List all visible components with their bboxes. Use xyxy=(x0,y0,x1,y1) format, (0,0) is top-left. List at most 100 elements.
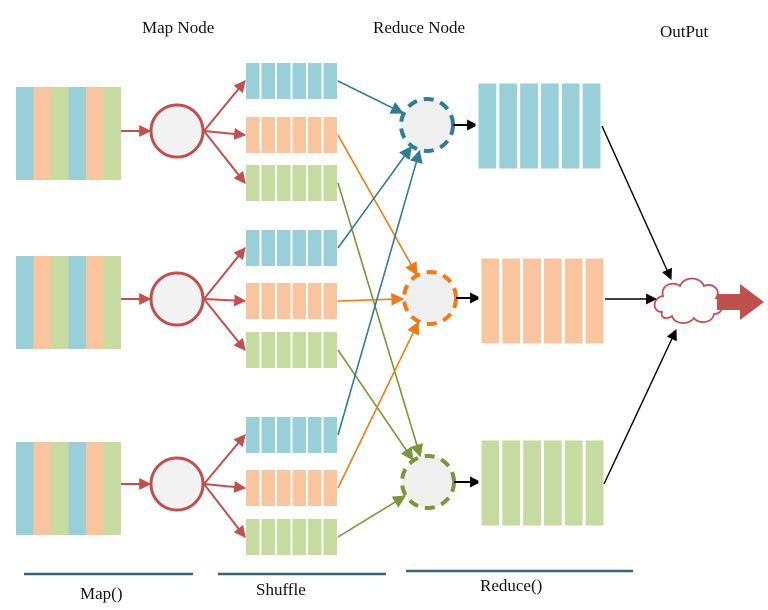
output-cell xyxy=(541,437,565,529)
input-stripe xyxy=(33,442,51,535)
map-to-partition-arrow xyxy=(203,483,246,538)
partition-cell xyxy=(290,330,308,370)
partition-cell xyxy=(259,61,277,101)
partition-green-map2 xyxy=(244,330,339,370)
partition-cell xyxy=(306,115,324,155)
input-stripe xyxy=(16,87,34,180)
output-cell xyxy=(582,437,607,529)
reduce-node-header: Reduce Node xyxy=(373,18,466,37)
shuffle-arrow-green xyxy=(337,495,407,538)
input-stripe xyxy=(33,256,51,349)
partition-cell xyxy=(321,163,339,203)
partition-orange-map1 xyxy=(244,115,339,155)
partition-cell xyxy=(275,468,293,508)
output-cell xyxy=(561,437,586,529)
map-node-header: Map Node xyxy=(142,18,215,37)
map-to-partition-arrow xyxy=(203,127,247,140)
partition-cell xyxy=(275,228,293,268)
shuffle-arrow-orange xyxy=(337,321,419,489)
partition-cell xyxy=(321,517,339,557)
partition-cell xyxy=(290,415,308,455)
reduce-node-circle-orange xyxy=(402,270,458,326)
reduce-footer-label: Reduce() xyxy=(480,576,543,595)
partition-cell xyxy=(259,415,277,455)
input-stripe xyxy=(68,87,86,180)
partition-cell xyxy=(275,163,293,203)
partition-cell xyxy=(306,281,324,321)
output-cell xyxy=(582,255,607,347)
partition-orange-map2 xyxy=(244,281,339,321)
partition-cell xyxy=(321,415,339,455)
map-to-partition-arrow xyxy=(203,298,246,351)
partition-cell xyxy=(306,415,324,455)
input-split-3 xyxy=(16,442,121,535)
input-stripe xyxy=(51,87,69,180)
shuffle-arrow-blue xyxy=(337,145,412,249)
partition-cell xyxy=(244,228,262,268)
reduce-node-circle-blue xyxy=(399,97,455,153)
input-stripe xyxy=(16,256,34,349)
reduce-output-orange xyxy=(478,255,607,347)
partition-cell xyxy=(290,468,308,508)
partition-cell xyxy=(306,517,324,557)
partition-cell xyxy=(306,163,324,203)
map-node-circle xyxy=(149,456,205,512)
output-arrow-icon xyxy=(717,284,764,320)
partition-cell xyxy=(306,468,324,508)
output-cell xyxy=(478,437,503,529)
input-stripe xyxy=(68,256,86,349)
output-cell xyxy=(541,255,565,347)
input-split-2 xyxy=(16,256,121,349)
partition-green-map3 xyxy=(244,517,339,557)
partition-cell xyxy=(275,330,293,370)
partition-blue-map3 xyxy=(244,415,339,455)
partition-cell xyxy=(259,281,277,321)
output-cell xyxy=(499,437,524,529)
output-cell xyxy=(561,255,586,347)
partition-cell xyxy=(321,330,339,370)
partition-orange-map3 xyxy=(244,468,339,508)
partition-cell xyxy=(306,228,324,268)
reduce-output-green xyxy=(478,437,607,529)
output-cell xyxy=(517,80,542,172)
partition-cell xyxy=(290,115,308,155)
shuffle-arrow-green xyxy=(337,349,414,461)
partition-cell xyxy=(244,517,262,557)
partition-green-map1 xyxy=(244,163,339,203)
partition-cell xyxy=(290,228,308,268)
partition-cell xyxy=(321,281,339,321)
shuffle-arrow-orange xyxy=(337,134,418,276)
partition-cell xyxy=(244,61,262,101)
partition-cell xyxy=(275,61,293,101)
partition-cell xyxy=(306,330,324,370)
output-cell xyxy=(558,80,583,172)
partition-cell xyxy=(275,281,293,321)
partition-cell xyxy=(244,330,262,370)
output-cell xyxy=(475,80,500,172)
map-node-circle xyxy=(149,271,205,327)
partition-cell xyxy=(275,115,293,155)
input-stripe xyxy=(68,442,86,535)
shuffle-arrow-orange xyxy=(337,292,405,306)
output-header: OutPut xyxy=(660,22,709,41)
input-stripe xyxy=(51,442,69,535)
partition-cell xyxy=(306,61,324,101)
input-stripe xyxy=(103,256,121,349)
output-to-cloud-arrow xyxy=(603,329,677,485)
partition-cell xyxy=(275,415,293,455)
input-stripe xyxy=(86,442,104,535)
partition-cell xyxy=(275,517,293,557)
input-stripe xyxy=(51,256,69,349)
partition-cell xyxy=(259,228,277,268)
partition-cell xyxy=(259,330,277,370)
input-stripe xyxy=(33,87,51,180)
partition-cell xyxy=(259,163,277,203)
output-cell xyxy=(538,80,562,172)
shuffle-arrow-blue xyxy=(337,80,404,114)
partition-cell xyxy=(259,468,277,508)
shuffle-footer-label: Shuffle xyxy=(256,580,306,599)
output-cell xyxy=(496,80,521,172)
map-to-partition-arrow xyxy=(203,80,246,132)
